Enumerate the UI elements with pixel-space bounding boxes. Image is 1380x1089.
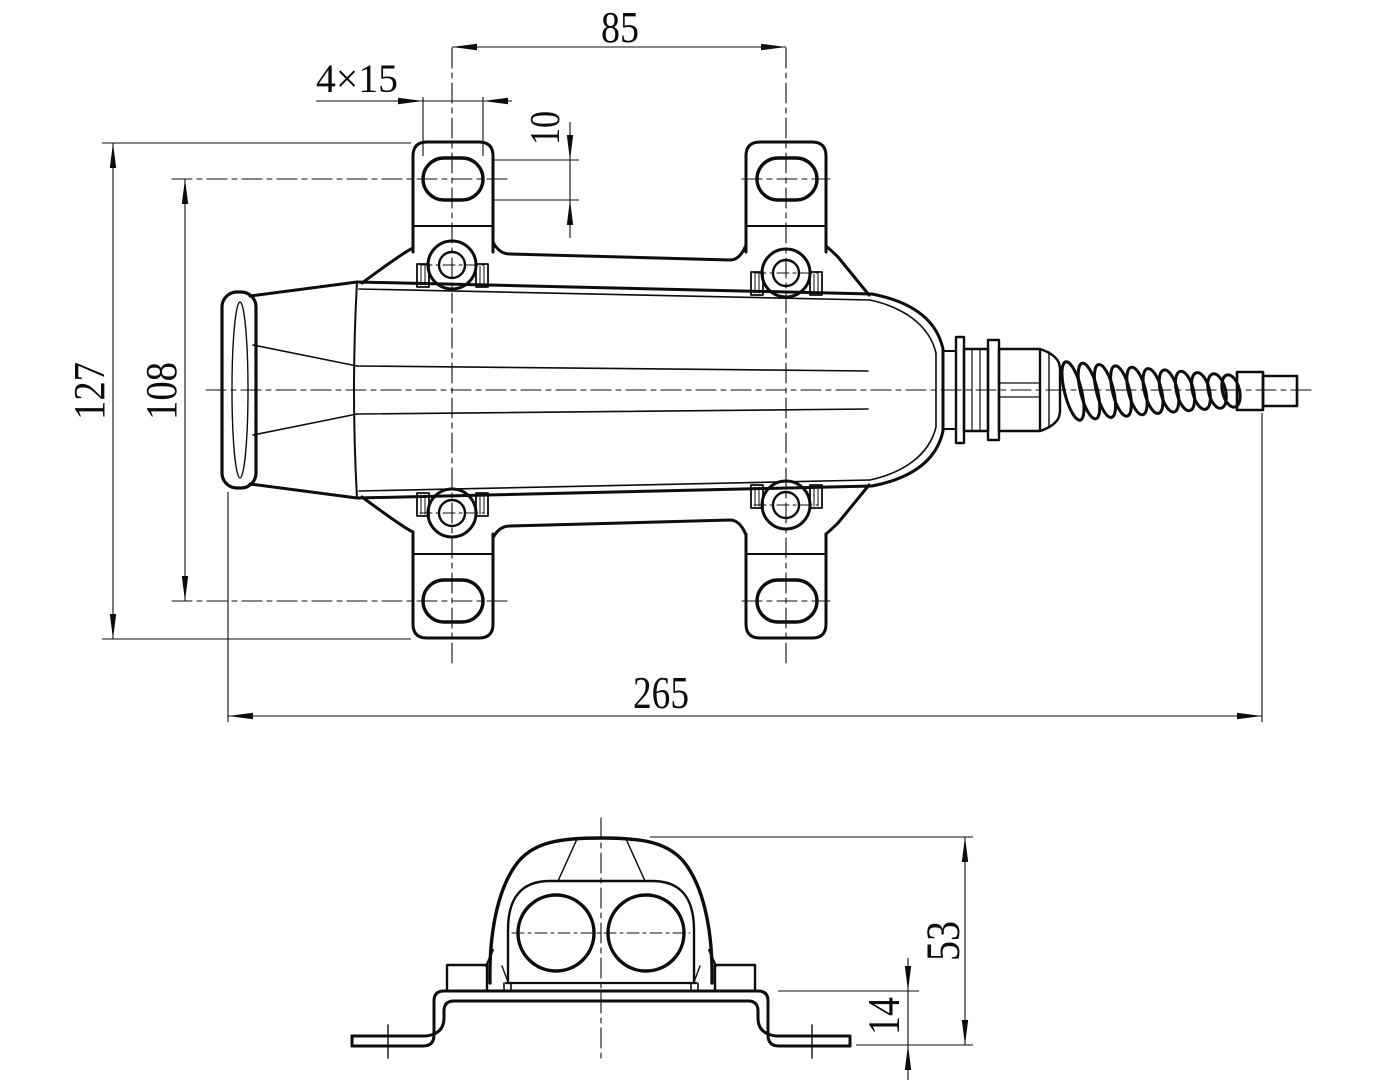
foot-top-left	[411, 140, 495, 254]
dimension-bracket-step: 14	[778, 958, 919, 1080]
end-height-label: 53	[917, 921, 970, 961]
overall-length-label: 265	[633, 667, 689, 718]
side-view	[171, 47, 1317, 669]
slot-row-spacing-label: 108	[137, 362, 186, 420]
dimension-overall-length: 265	[227, 413, 1263, 722]
dimensions: 85 4×15 10 127 108	[65, 3, 1263, 1080]
slot-width-label: 10	[523, 111, 569, 145]
motor-body	[355, 280, 957, 500]
dimension-slot-width: 10	[494, 111, 579, 238]
saddle-brackets	[360, 240, 871, 540]
dimension-end-height: 53	[650, 836, 973, 1046]
foot-spacing-label: 85	[601, 3, 639, 52]
end-view-centerlines	[511, 817, 691, 1063]
bracket-step-label: 14	[858, 997, 909, 1035]
end-view	[350, 817, 852, 1063]
slot-spec-label: 4×15	[316, 56, 398, 101]
dimension-slot-row-spacing: 108	[137, 179, 189, 601]
dimension-overall-height: 127	[65, 142, 411, 640]
dimension-foot-spacing: 85	[452, 3, 786, 52]
cone-section	[248, 280, 359, 500]
foot-bottom-left	[411, 532, 495, 640]
cable-connector	[1235, 370, 1299, 412]
side-view-centerlines	[171, 47, 1317, 669]
dimension-slot-spec: 4×15	[316, 56, 512, 156]
cable-gland	[954, 335, 1062, 445]
overall-height-label: 127	[65, 362, 114, 420]
foot-top-right	[744, 140, 828, 254]
cable-spring	[1060, 360, 1242, 422]
